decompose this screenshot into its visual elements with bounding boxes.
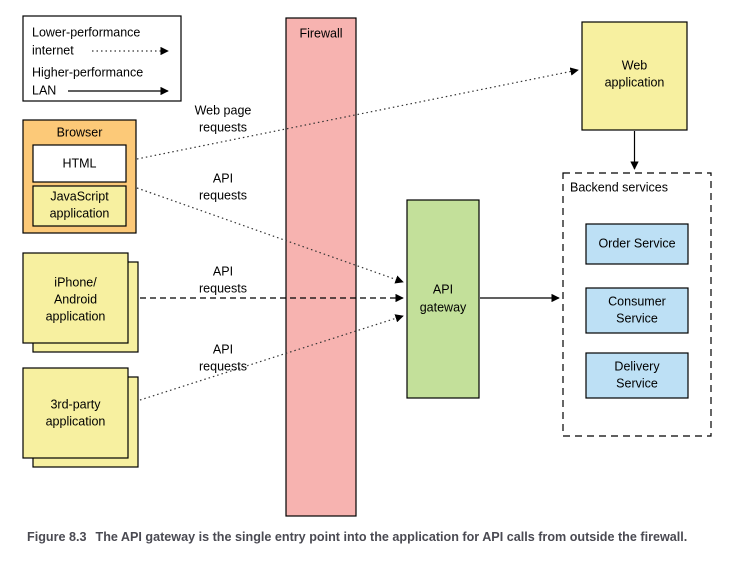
browser-javascript-label-line2: application bbox=[50, 206, 110, 220]
api-gateway-label-line2: gateway bbox=[420, 300, 467, 314]
backend-services-group: Backend services Order Service Consumer … bbox=[562, 172, 712, 437]
legend-entry-0-line1: Lower-performance bbox=[32, 25, 140, 39]
legend-entry-0-line2: internet bbox=[32, 43, 74, 57]
flow-label-3-line2: requests bbox=[199, 359, 247, 373]
browser-html-box bbox=[32, 144, 127, 183]
flow-label-0-line2: requests bbox=[199, 120, 247, 134]
flow-label-2-line1: API bbox=[213, 264, 233, 278]
firewall-node: Firewall bbox=[285, 17, 357, 517]
browser-html-label: HTML bbox=[62, 156, 96, 170]
legend-entry-1-line1: Higher-performance bbox=[32, 65, 143, 79]
web-application-label-line2: application bbox=[605, 75, 665, 89]
legend-box: Lower-performance internet Higher-perfor… bbox=[22, 15, 182, 102]
order-service-label: Order Service bbox=[598, 236, 675, 250]
flow-label-2-line2: requests bbox=[199, 281, 247, 295]
browser-title: Browser bbox=[57, 125, 103, 139]
delivery-service-label-line1: Delivery bbox=[614, 359, 660, 373]
flow-labels: Web page requests API requests API reque… bbox=[195, 103, 252, 373]
mobile-app-stack-front bbox=[22, 252, 129, 344]
flow-api-requests-third-party bbox=[139, 314, 404, 401]
firewall-label: Firewall bbox=[299, 26, 342, 40]
mobile-application-node: iPhone/ Android application bbox=[22, 252, 139, 353]
figure-number: Figure 8.3 bbox=[27, 530, 87, 544]
figure-caption-text: The API gateway is the single entry poin… bbox=[95, 530, 688, 544]
web-application-label-line1: Web bbox=[622, 58, 648, 72]
browser-node: Browser HTML JavaScript application bbox=[22, 119, 137, 234]
consumer-service-box bbox=[585, 287, 689, 334]
figure-caption: Figure 8.3 The API gateway is the single … bbox=[27, 528, 727, 546]
browser-javascript-label-line1: JavaScript bbox=[50, 189, 109, 203]
third-party-label-line2: application bbox=[46, 414, 106, 428]
mobile-app-label-line3: application bbox=[46, 309, 106, 323]
delivery-service-box bbox=[585, 352, 689, 399]
consumer-service-label-line2: Service bbox=[616, 311, 658, 325]
delivery-service-label-line2: Service bbox=[616, 376, 658, 390]
flow-label-1-line1: API bbox=[213, 171, 233, 185]
flow-label-3-line1: API bbox=[213, 342, 233, 356]
consumer-service-label-line1: Consumer bbox=[608, 294, 666, 308]
backend-services-title: Backend services bbox=[570, 180, 668, 194]
third-party-stack-front bbox=[22, 367, 129, 459]
order-service-box bbox=[585, 223, 689, 265]
web-application-node: Web application bbox=[581, 21, 688, 131]
flow-web-page-requests bbox=[136, 67, 579, 160]
third-party-label-line1: 3rd-party bbox=[50, 397, 101, 411]
flow-api-requests-browser bbox=[136, 187, 404, 284]
mobile-app-label-line1: iPhone/ bbox=[54, 275, 97, 289]
api-gateway-node: API gateway bbox=[406, 199, 480, 399]
browser-javascript-box bbox=[32, 185, 127, 227]
api-gateway-label-line1: API bbox=[433, 282, 453, 296]
flow-label-1-line2: requests bbox=[199, 188, 247, 202]
architecture-diagram: Lower-performance internet Higher-perfor… bbox=[22, 15, 712, 517]
mobile-app-label-line2: Android bbox=[54, 292, 97, 306]
legend-entry-1-line2: LAN bbox=[32, 83, 56, 97]
third-party-application-node: 3rd-party application bbox=[22, 367, 139, 468]
flow-label-0-line1: Web page bbox=[195, 103, 252, 117]
